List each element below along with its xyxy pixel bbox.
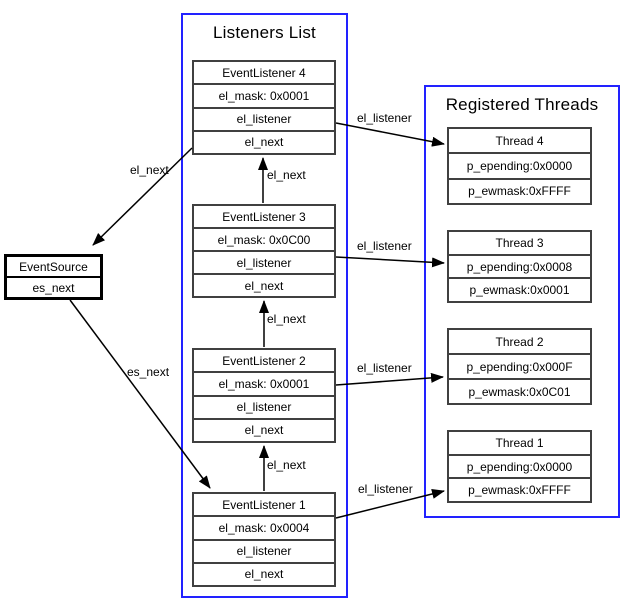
event-source-node: EventSource es_next	[4, 254, 103, 300]
edge-label-el-next: el_next	[130, 163, 169, 177]
thread-4-node: Thread 4 p_epending:0x0000 p_ewmask:0xFF…	[447, 127, 592, 205]
field-el-mask: el_mask: 0x0001	[194, 373, 334, 397]
node-title: Thread 1	[449, 432, 590, 456]
field-el-next: el_next	[244, 567, 284, 582]
edge-label-el-listener: el_listener	[357, 111, 412, 125]
node-title: Thread 4	[449, 129, 590, 155]
edge-label-el-listener: el_listener	[358, 482, 413, 496]
field-el-next: el_next	[244, 423, 284, 438]
edge-label-el-listener: el_listener	[357, 361, 412, 375]
edge-label-es-next: es_next	[127, 365, 170, 379]
field-el-next: el_next	[244, 278, 284, 293]
listeners-list-title: Listeners List	[213, 23, 316, 42]
thread-1-node: Thread 1 p_epending:0x0000 p_ewmask:0xFF…	[447, 430, 592, 503]
node-title: EventListener 3	[194, 206, 334, 229]
registered-threads-group: Registered Threads	[424, 85, 620, 518]
node-title: Thread 2	[449, 330, 590, 355]
edge-label-el-next: el_next	[267, 168, 306, 182]
node-title: EventListener 2	[194, 350, 334, 374]
field-p-ewmask: p_ewmask:0x0C01	[468, 384, 571, 399]
field-el-next: el_next	[244, 135, 284, 150]
field-p-epending: p_epending:0x0008	[449, 256, 590, 280]
thread-2-node: Thread 2 p_epending:0x000F p_ewmask:0x0C…	[447, 328, 592, 405]
field-el-listener: el_listener	[194, 109, 334, 132]
field-el-mask: el_mask: 0x0004	[194, 517, 334, 541]
node-title: EventListener 1	[194, 494, 334, 518]
event-listener-4-node: EventListener 4 el_mask: 0x0001 el_liste…	[192, 60, 336, 155]
field-el-listener: el_listener	[194, 397, 334, 420]
field-el-listener: el_listener	[194, 541, 334, 564]
node-title: Thread 3	[449, 232, 590, 256]
event-source-title: EventSource	[7, 257, 100, 278]
edge-label-el-next: el_next	[267, 312, 306, 326]
thread-3-node: Thread 3 p_epending:0x0008 p_ewmask:0x00…	[447, 230, 592, 303]
edge-label-el-listener: el_listener	[357, 239, 412, 253]
field-p-ewmask: p_ewmask:0x0001	[469, 283, 570, 298]
event-listener-1-node: EventListener 1 el_mask: 0x0004 el_liste…	[192, 492, 336, 587]
field-p-epending: p_epending:0x000F	[449, 355, 590, 380]
event-listener-2-node: EventListener 2 el_mask: 0x0001 el_liste…	[192, 348, 336, 443]
field-el-mask: el_mask: 0x0C00	[194, 229, 334, 252]
field-es-next: es_next	[32, 280, 75, 295]
field-p-ewmask: p_ewmask:0xFFFF	[468, 184, 571, 199]
field-el-mask: el_mask: 0x0001	[194, 85, 334, 109]
field-p-epending: p_epending:0x0000	[449, 154, 590, 180]
field-p-epending: p_epending:0x0000	[449, 456, 590, 480]
registered-threads-title: Registered Threads	[445, 95, 599, 114]
node-title: EventListener 4	[194, 62, 334, 86]
field-p-ewmask: p_ewmask:0xFFFF	[468, 483, 571, 498]
edge-label-el-next: el_next	[267, 458, 306, 472]
event-listener-3-node: EventListener 3 el_mask: 0x0C00 el_liste…	[192, 204, 336, 298]
field-el-listener: el_listener	[194, 252, 334, 275]
